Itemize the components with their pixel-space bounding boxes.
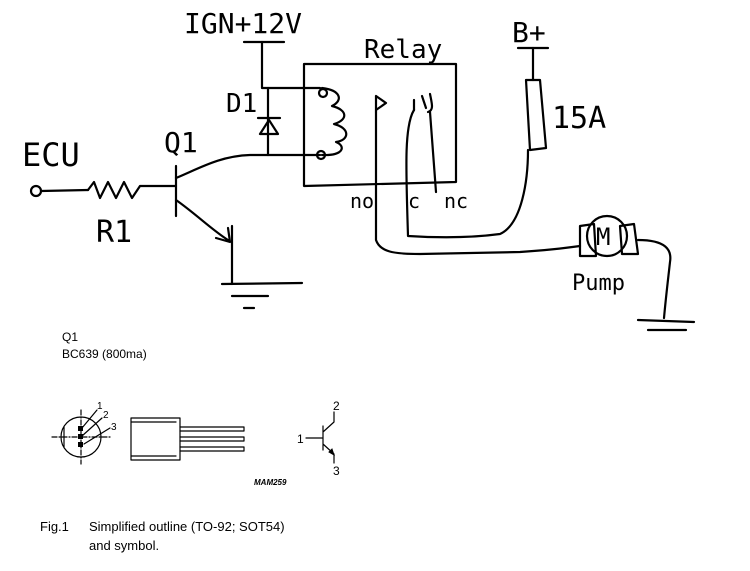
figure-code: MAM259 <box>254 478 287 487</box>
fuse-15a <box>524 78 548 152</box>
motor-label: M <box>596 223 610 251</box>
transistor-q1-emitter <box>174 198 232 244</box>
to92-leader-2 <box>81 417 103 437</box>
ecu-input-terminal <box>29 184 43 198</box>
to92-leads <box>179 426 245 452</box>
npn-symbol <box>305 411 335 464</box>
fuse-label: 15A <box>552 101 606 136</box>
wire-no-to-pump <box>374 110 582 256</box>
npn-emitter-arrow <box>328 448 335 457</box>
to92-pin-3-label: 3 <box>111 422 117 433</box>
ign-supply-wire <box>260 40 322 90</box>
pump-label: Pump <box>572 271 625 296</box>
ground-symbol-q1 <box>220 281 304 310</box>
pump-motor-circle <box>585 214 629 258</box>
ground-symbol-pump <box>636 318 696 332</box>
npn-pin-2-label: 2 <box>333 399 340 413</box>
ign-label: IGN+12V <box>184 7 302 40</box>
bplus-label: B+ <box>512 16 546 49</box>
to92-figure: 1 2 3 1 2 3 MAM259 <box>51 399 340 487</box>
transistor-q1-collector <box>174 153 322 180</box>
relay-label: Relay <box>364 35 442 65</box>
r1-label: R1 <box>96 215 132 250</box>
diode-d1-symbol <box>256 116 282 136</box>
ecu-wire <box>39 188 90 193</box>
resistor-r1 <box>86 180 178 200</box>
to92-pin-2-label: 2 <box>103 410 109 421</box>
relay-coil <box>320 86 348 157</box>
pin-nc-label: nc <box>444 189 468 213</box>
q1-note-title: Q1 <box>62 330 78 344</box>
q1-note-part: BC639 (800ma) <box>62 347 147 361</box>
npn-pin-1-label: 1 <box>297 432 304 446</box>
coil-terminal-top <box>317 87 329 99</box>
relay-box <box>302 62 458 188</box>
npn-pin-3-label: 3 <box>333 464 340 478</box>
to92-pin-1-label: 1 <box>97 401 103 412</box>
relay-contact-nc <box>412 92 434 114</box>
caption-line-1: Simplified outline (TO-92; SOT54) <box>89 519 285 534</box>
pin-c-label: c <box>408 189 420 213</box>
to92-pin-3 <box>78 442 83 447</box>
to92-leader-3 <box>83 427 111 445</box>
ecu-label: ECU <box>22 136 80 174</box>
wire-c-to-battery <box>405 108 530 239</box>
pin-no-label: no <box>350 189 374 213</box>
to92-leader-1 <box>81 409 98 429</box>
to92-pin-2 <box>78 434 83 439</box>
wire-nc <box>428 110 438 194</box>
to92-pin-1 <box>78 426 83 431</box>
to92-side-view <box>130 417 181 461</box>
caption-number: Fig.1 <box>40 519 69 534</box>
caption-line-2: and symbol. <box>89 538 159 553</box>
hand-drawn-schematic: IGN+12V Relay B+ 15A ECU R1 Q1 D1 M Pump… <box>22 7 696 332</box>
q1-label: Q1 <box>164 126 198 159</box>
d1-label: D1 <box>226 89 257 119</box>
pump-to-ground <box>636 238 672 320</box>
relay-contact-no <box>374 94 388 114</box>
